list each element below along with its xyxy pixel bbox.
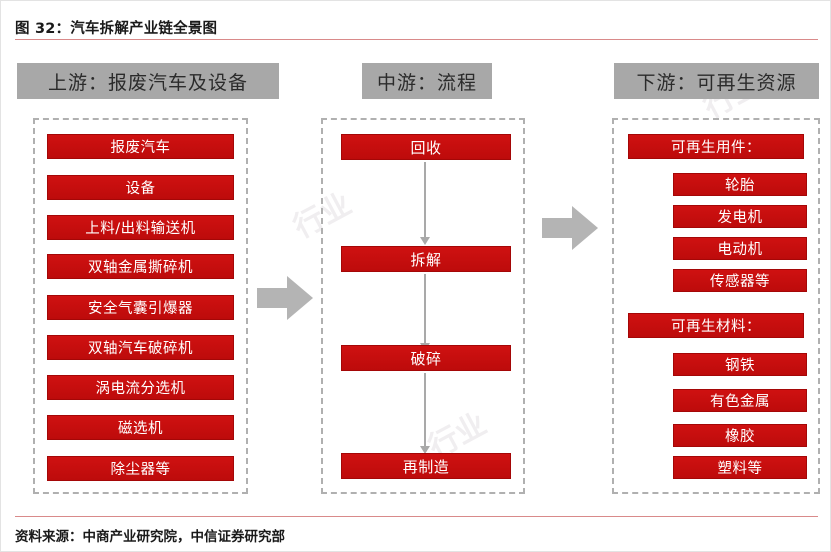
midstream-step-4[interactable]: 再制造 xyxy=(341,453,511,479)
source-note: 资料来源：中商产业研究院，中信证券研究部 xyxy=(15,529,285,545)
arrow-midstream-to-downstream-icon xyxy=(542,206,598,250)
downstream-group-2-item-3[interactable]: 橡胶 xyxy=(673,424,807,447)
flow-arrow-down-icon-1 xyxy=(420,162,430,245)
upstream-item-5[interactable]: 安全气囊引爆器 xyxy=(47,295,234,320)
column-header-upstream: 上游：报废汽车及设备 xyxy=(17,63,279,99)
downstream-group-2-item-2[interactable]: 有色金属 xyxy=(673,389,807,412)
upstream-item-4[interactable]: 双轴金属撕碎机 xyxy=(47,254,234,279)
flow-arrow-down-icon-2 xyxy=(420,274,430,351)
downstream-container xyxy=(612,118,820,494)
downstream-group-2-label[interactable]: 可再生材料： xyxy=(628,313,804,338)
footer-divider xyxy=(15,516,818,517)
downstream-group-1-item-1[interactable]: 轮胎 xyxy=(673,173,807,196)
upstream-item-6[interactable]: 双轴汽车破碎机 xyxy=(47,335,234,360)
arrow-shaft xyxy=(257,288,289,308)
arrow-shaft xyxy=(542,218,574,238)
arrow-head xyxy=(572,206,598,250)
title-divider xyxy=(15,39,818,40)
upstream-item-8[interactable]: 磁选机 xyxy=(47,415,234,440)
upstream-item-9[interactable]: 除尘器等 xyxy=(47,456,234,481)
downstream-group-1-item-4[interactable]: 传感器等 xyxy=(673,269,807,292)
downstream-group-1-label[interactable]: 可再生用件： xyxy=(628,134,804,159)
column-header-midstream: 中游：流程 xyxy=(362,63,492,99)
upstream-item-2[interactable]: 设备 xyxy=(47,175,234,200)
downstream-group-1-item-2[interactable]: 发电机 xyxy=(673,205,807,228)
upstream-item-7[interactable]: 涡电流分选机 xyxy=(47,375,234,400)
midstream-step-3[interactable]: 破碎 xyxy=(341,345,511,371)
upstream-container xyxy=(33,118,248,494)
flow-arrow-down-icon-3 xyxy=(420,373,430,454)
midstream-step-2[interactable]: 拆解 xyxy=(341,246,511,272)
arrow-upstream-to-midstream-icon xyxy=(257,276,313,320)
midstream-container xyxy=(321,118,525,494)
arrow-head xyxy=(287,276,313,320)
downstream-group-2-item-1[interactable]: 钢铁 xyxy=(673,353,807,376)
figure-title: 图 32：汽车拆解产业链全景图 xyxy=(15,21,218,37)
upstream-item-1[interactable]: 报废汽车 xyxy=(47,134,234,159)
downstream-group-1-item-3[interactable]: 电动机 xyxy=(673,237,807,260)
upstream-item-3[interactable]: 上料/出料输送机 xyxy=(47,215,234,240)
downstream-group-2-item-4[interactable]: 塑料等 xyxy=(673,456,807,479)
column-header-downstream: 下游：可再生资源 xyxy=(614,63,819,99)
midstream-step-1[interactable]: 回收 xyxy=(341,134,511,160)
